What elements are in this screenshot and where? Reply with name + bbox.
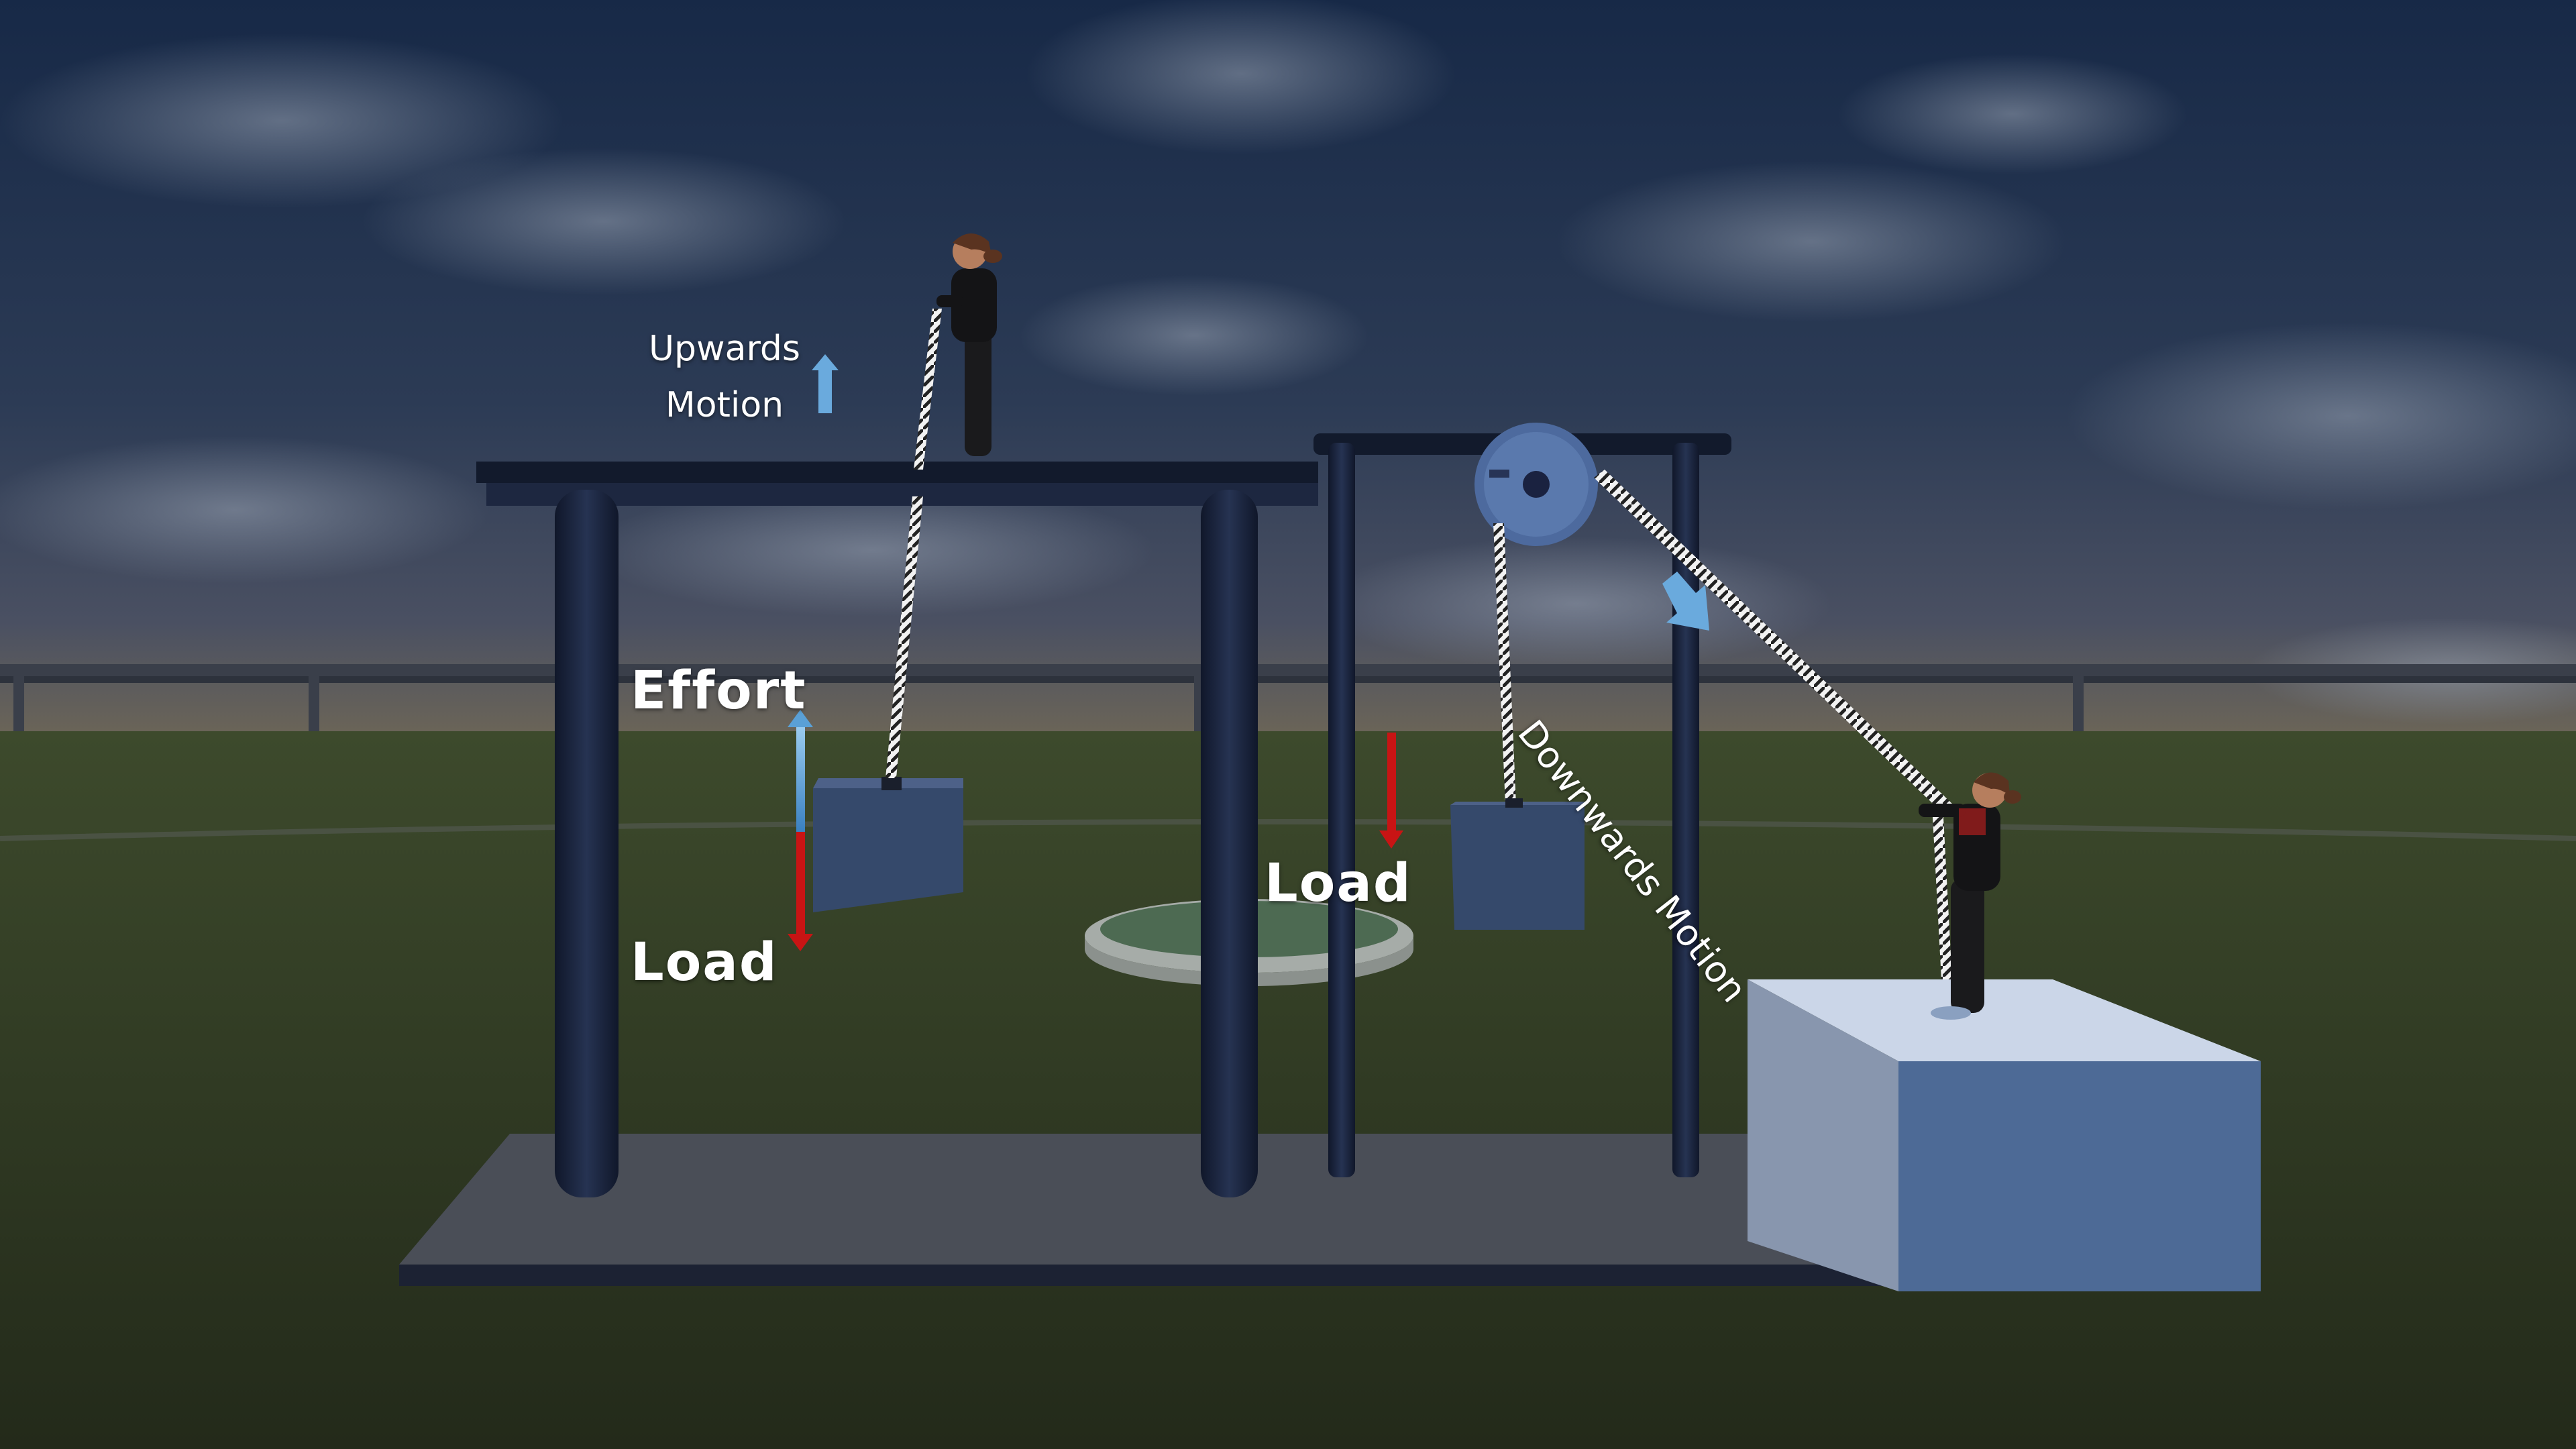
arrow-down-right-icon — [1662, 572, 1709, 631]
load-label-right: Load — [1265, 853, 1412, 914]
load-block-left — [813, 777, 963, 912]
left-frame — [476, 462, 1318, 1197]
upwards-motion-line1: Upwards — [648, 329, 801, 369]
upwards-motion-label: Upwards Motion — [631, 321, 818, 433]
distant-bridge — [0, 664, 2576, 733]
load-arrow-left-icon — [788, 832, 813, 951]
right-frame-pole-1 — [1328, 443, 1355, 1177]
rope-right-lower — [1932, 805, 1952, 979]
upwards-motion-line2: Motion — [665, 385, 784, 425]
rope-left — [885, 496, 923, 778]
load-label-left: Load — [631, 932, 778, 993]
rope-right-vertical — [1493, 523, 1516, 805]
ground-track-line — [0, 819, 2576, 841]
standing-platform — [1748, 979, 2261, 1291]
base-slab — [399, 1134, 1895, 1286]
left-frame-pole-1 — [555, 490, 619, 1197]
left-frame-pole-2 — [1201, 490, 1258, 1197]
rope-left-top — [914, 309, 942, 470]
pulley-wheel — [1474, 423, 1598, 546]
load-arrow-right-icon — [1379, 733, 1403, 849]
effort-arrow-icon — [788, 710, 813, 832]
effort-label: Effort — [631, 661, 807, 721]
person-top-left — [936, 233, 1002, 456]
rope-right-diagonal — [1594, 470, 1953, 816]
arrow-up-icon — [812, 354, 839, 413]
clouds — [0, 0, 2576, 724]
person-right — [1919, 772, 2021, 1020]
load-block-right — [1450, 798, 1585, 930]
